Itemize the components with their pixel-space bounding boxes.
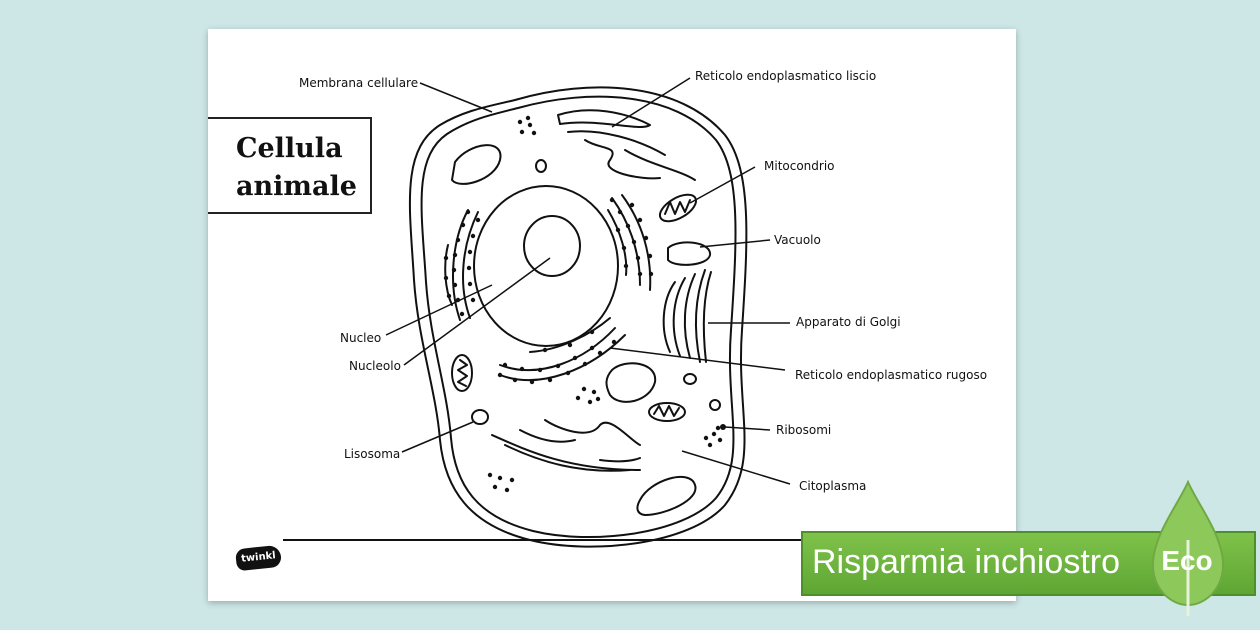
eco-badge: Eco [1161, 545, 1213, 576]
label-reticolo-liscio: Reticolo endoplasmatico liscio [695, 69, 877, 83]
leaf-drop-icon [1151, 480, 1225, 616]
label-citoplasma: Citoplasma [799, 479, 867, 493]
lysosome [471, 409, 489, 425]
label-membrana-cellulare: Membrana cellulare [299, 76, 419, 90]
vacuole-bottom [636, 475, 697, 516]
vacuole-right [667, 241, 711, 266]
label-apparato-golgi: Apparato di Golgi [796, 315, 901, 329]
cell-membrane-inner [420, 95, 737, 539]
label-mitocondrio: Mitocondrio [764, 159, 835, 173]
label-ribosomi: Ribosomi [776, 423, 832, 437]
label-lisosoma: Lisosoma [344, 447, 401, 461]
nucleolus [523, 215, 581, 277]
mitochondrion-top [658, 193, 698, 223]
vacuole-left [451, 144, 502, 185]
smooth-er [557, 109, 696, 181]
leader-lines [385, 77, 791, 485]
nucleus [473, 185, 619, 347]
vacuole-center [605, 362, 657, 403]
mitochondrion-bottom [648, 402, 686, 422]
label-nucleo: Nucleo [340, 331, 382, 345]
footer-divider [283, 539, 810, 541]
eco-banner-text: Risparmia inchiostro [812, 543, 1120, 581]
lower-er [491, 419, 641, 472]
label-vacuolo: Vacuolo [774, 233, 821, 247]
rough-er-bottom [499, 317, 626, 382]
cell-membrane-outer [408, 86, 748, 548]
label-nucleolo: Nucleolo [349, 359, 401, 373]
title-box [208, 117, 372, 214]
golgi-apparatus [662, 269, 712, 363]
worksheet-title: Cellula animale [236, 133, 357, 202]
label-reticolo-rugoso: Reticolo endoplasmatico rugoso [795, 368, 988, 382]
ribosomes [487, 115, 726, 493]
mitochondrion-left [451, 354, 473, 392]
